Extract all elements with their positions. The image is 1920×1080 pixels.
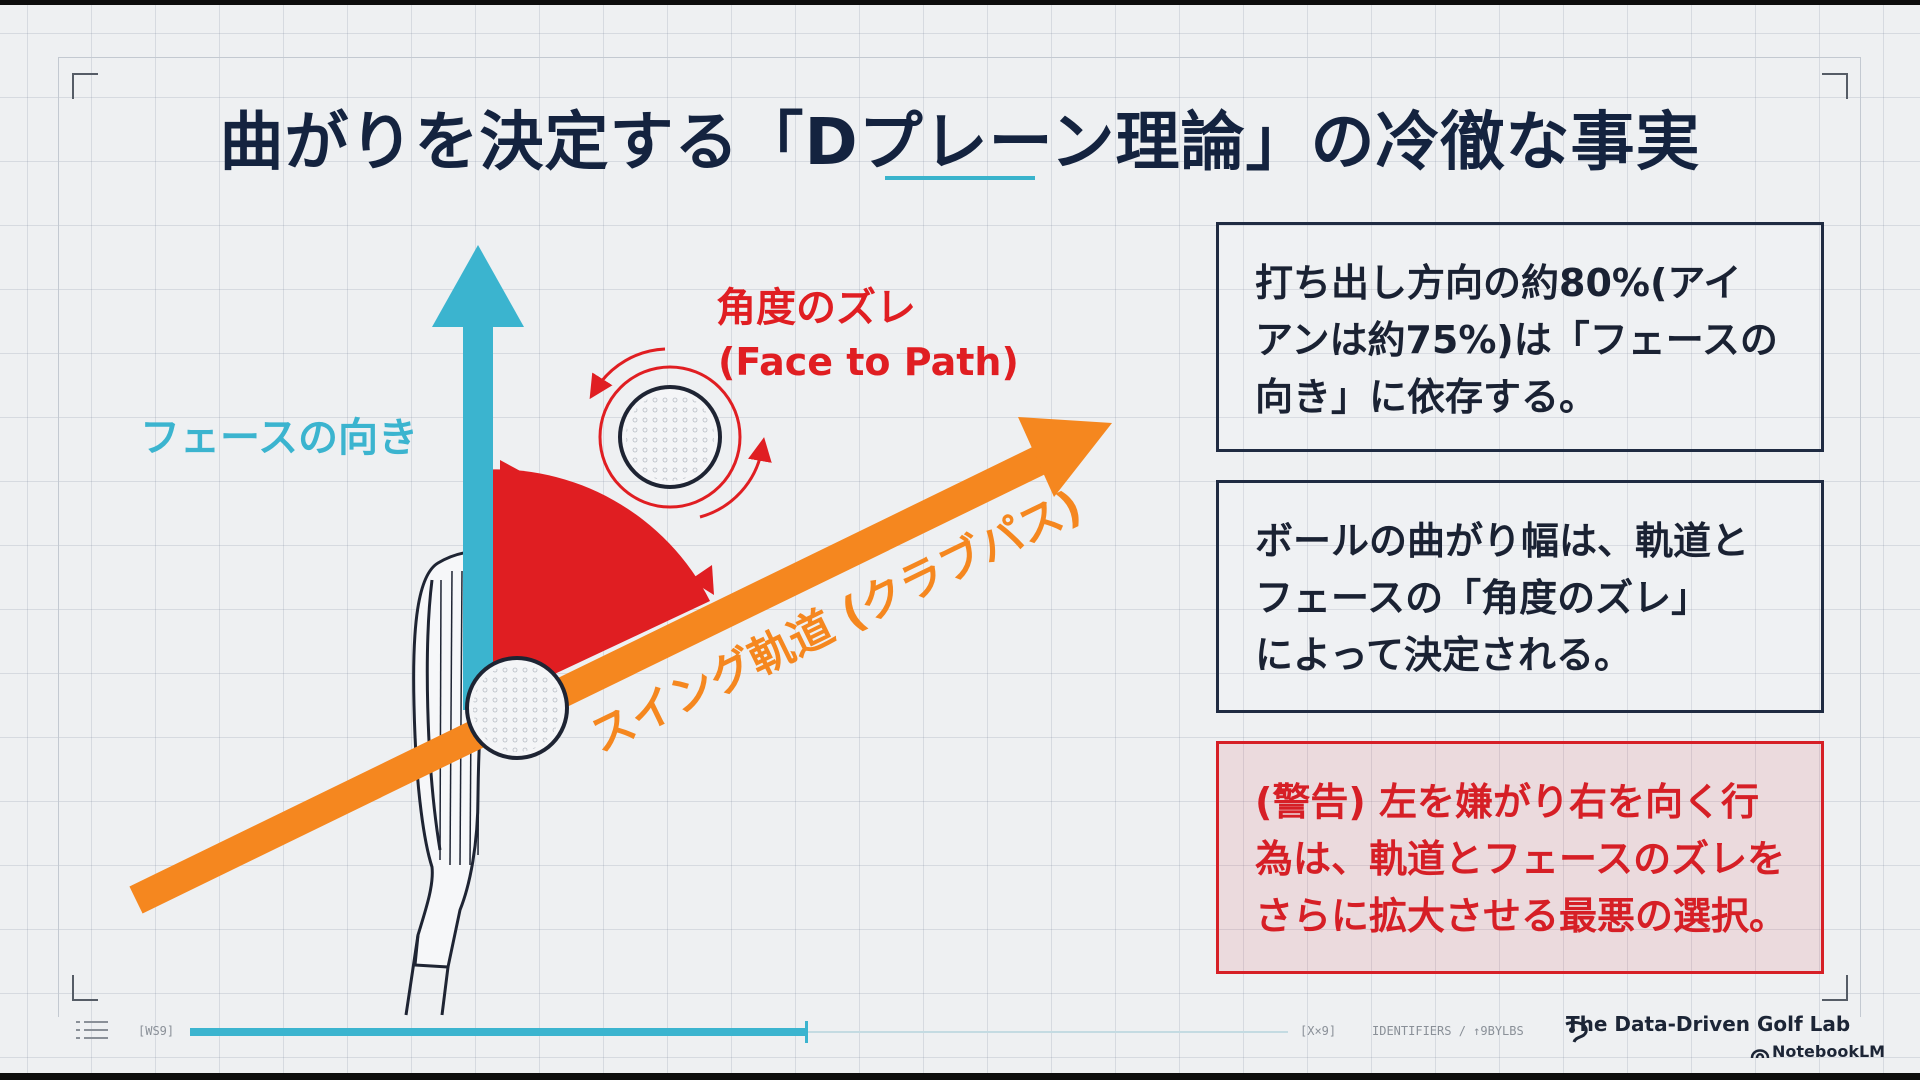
footer-left-code: [WS9]	[138, 1024, 175, 1038]
title-underline	[885, 176, 1035, 180]
frame-right-line	[1860, 57, 1861, 1017]
golf-ball-impact	[465, 656, 569, 760]
golf-lab-logo-icon	[1565, 1020, 1588, 1043]
brand-name: The Data-Driven Golf Lab	[1566, 1012, 1851, 1036]
warning-card: (警告) 左を嫌がり右を向く行 為は、軌道とフェースのズレを さらに拡大させる最…	[1216, 741, 1824, 974]
progress-track[interactable]	[190, 1021, 1288, 1043]
frame-left-line	[58, 57, 59, 1017]
corner-mark-top-left	[72, 73, 98, 99]
wedge-arrow-head-face	[500, 460, 524, 485]
face-direction-label: フェースの向き	[140, 415, 418, 461]
progress-fill	[190, 1028, 805, 1036]
d-plane-diagram: フェースの向き 角度のズレ (Face to Path) スイング軌道 (クラブ…	[129, 245, 1112, 1016]
corner-mark-bottom-right	[1822, 975, 1848, 1001]
footer-right-code: [X×9]	[1300, 1024, 1337, 1038]
frame-top-line	[58, 57, 1860, 58]
face-direction-arrow	[432, 245, 524, 710]
corner-mark-top-right	[1822, 73, 1848, 99]
wedge-arrow-head-path	[690, 565, 714, 595]
swing-path-arrow	[129, 417, 1112, 914]
corner-mark-bottom-left	[72, 975, 98, 1001]
angle-difference-sublabel: (Face to Path)	[718, 340, 1019, 384]
footer-bar: [WS9] [X×9] IDENTIFIERS / ↑9BYLBS	[0, 1006, 1920, 1058]
angle-difference-label: 角度のズレ	[716, 285, 916, 331]
footer-identifiers: IDENTIFIERS / ↑9BYLBS	[1372, 1024, 1524, 1038]
fact-card-face-direction: 打ち出し方向の約80%(アイ アンは約75%)は「フェースの 向き」に依存する。	[1216, 222, 1824, 452]
menu-list-icon[interactable]	[74, 1018, 114, 1042]
angle-wedge	[478, 469, 710, 710]
fact-card-curve-width: ボールの曲がり幅は、軌道と フェースの「角度のズレ」 によって決定される。	[1216, 480, 1824, 713]
spinning-golf-ball	[589, 347, 772, 519]
notebooklm-label: NotebookLM	[1772, 1042, 1886, 1061]
page-title: 曲がりを決定する「Dプレーン理論」の冷徹な事実	[219, 106, 1701, 180]
slide: 曲がりを決定する「Dプレーン理論」の冷徹な事実	[0, 5, 1920, 1073]
progress-knob[interactable]	[805, 1021, 808, 1043]
notebooklm-logo-icon	[1750, 1049, 1770, 1059]
